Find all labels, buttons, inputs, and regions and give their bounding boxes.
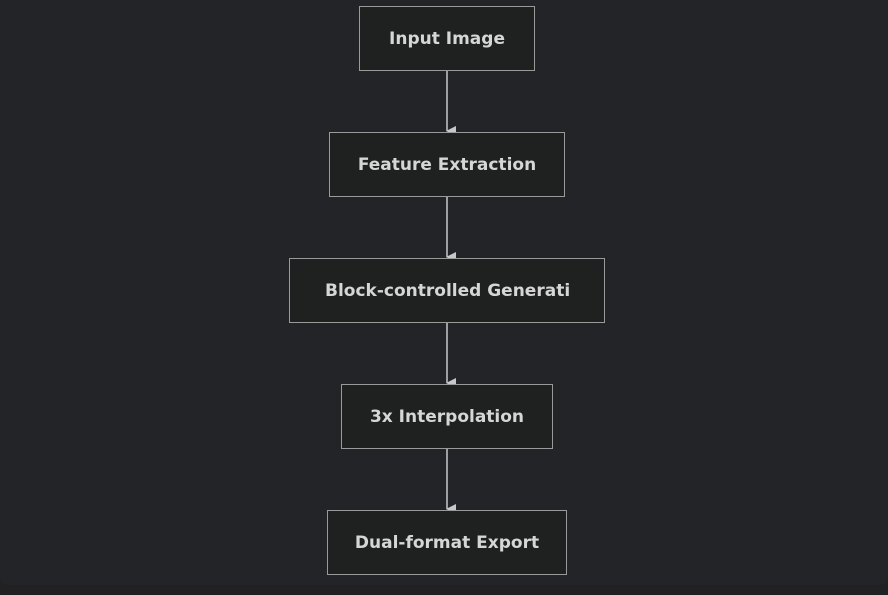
node-dual-format-export[interactable]: Dual-format Export: [327, 510, 567, 575]
node-block-controlled-generation[interactable]: Block-controlled Generation: [289, 258, 605, 323]
node-label-feature-extraction: Feature Extraction: [357, 154, 537, 175]
node-label-block-controlled-generation: Block-controlled Generation: [325, 280, 569, 301]
node-input-image[interactable]: Input Image: [359, 6, 535, 71]
node-label-input-image: Input Image: [389, 28, 505, 49]
node-label-interpolation: 3x Interpolation: [369, 406, 525, 427]
node-label-dual-format-export: Dual-format Export: [354, 532, 540, 553]
node-feature-extraction[interactable]: Feature Extraction: [329, 132, 565, 197]
node-interpolation[interactable]: 3x Interpolation: [341, 384, 553, 449]
